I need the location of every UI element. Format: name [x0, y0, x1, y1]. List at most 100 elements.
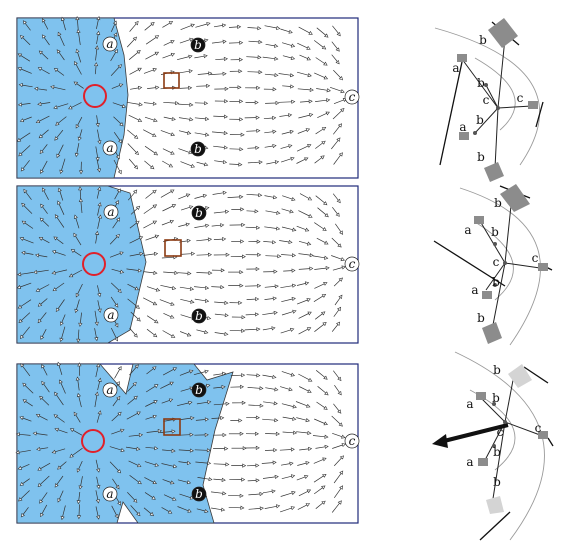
field-arrowhead	[305, 503, 311, 507]
field-arrowhead	[256, 128, 261, 133]
field-arrow	[128, 158, 136, 167]
vertex-dot	[493, 242, 497, 246]
field-arrow	[211, 224, 221, 227]
field-arrowhead	[255, 266, 260, 272]
field-arrowhead	[135, 304, 140, 309]
field-arrowhead	[96, 30, 101, 35]
field-arrowhead	[340, 257, 346, 262]
field-arrowhead	[290, 474, 296, 479]
field-arrow	[97, 205, 100, 216]
field-arrow	[43, 21, 49, 30]
field-arrowhead	[117, 288, 122, 293]
field-arrowhead	[220, 223, 225, 228]
label-circle	[102, 486, 118, 502]
field-arrowhead	[37, 482, 42, 488]
field-arrowhead	[114, 513, 119, 519]
field-arrowhead	[305, 418, 310, 423]
field-arrowhead	[241, 373, 246, 378]
field-arrow	[180, 417, 192, 420]
plate-element	[457, 54, 467, 62]
field-arrowhead	[339, 470, 344, 475]
field-arrowhead	[290, 447, 295, 452]
field-arrowhead	[306, 403, 311, 408]
field-arrow	[96, 413, 100, 423]
field-arrow	[265, 255, 278, 257]
field-arrow	[317, 207, 327, 216]
field-arrowhead	[97, 308, 102, 313]
field-arrow	[41, 129, 49, 137]
field-arrowhead	[52, 287, 57, 292]
field-arrowhead	[171, 116, 176, 121]
field-arrowhead	[292, 227, 297, 232]
field-arrow	[334, 297, 341, 306]
field-arrow	[41, 398, 50, 406]
field-arrow	[20, 282, 32, 288]
field-arrowhead	[208, 270, 213, 276]
field-arrow	[331, 140, 339, 150]
plate-element	[476, 392, 486, 400]
field-arrow	[146, 286, 157, 291]
field-arrowhead	[271, 489, 276, 494]
field-arrowhead	[307, 144, 312, 148]
field-arrow	[40, 298, 48, 305]
field-arrowhead	[134, 286, 139, 291]
field-arrowhead	[37, 302, 43, 307]
field-arrowhead	[37, 67, 43, 71]
field-arrow	[315, 99, 327, 102]
field-arrowhead	[54, 136, 59, 141]
field-arrowhead	[133, 165, 139, 170]
field-arrowhead	[339, 230, 344, 235]
field-arrowhead	[17, 272, 22, 277]
field-arrowhead	[304, 281, 310, 286]
field-arrow	[244, 328, 257, 331]
field-arrowhead	[53, 414, 59, 419]
field-arrow	[129, 69, 139, 75]
field-arrow	[75, 414, 81, 423]
field-arrowhead	[239, 117, 244, 122]
field-arrowhead	[326, 88, 331, 93]
field-arrowhead	[191, 251, 196, 256]
field-arrow	[57, 429, 68, 434]
vertex-dot	[492, 444, 496, 448]
label-text: a	[106, 141, 113, 155]
field-arrow	[110, 23, 116, 32]
field-arrow	[73, 250, 82, 257]
field-arrow	[196, 239, 209, 242]
field-arrow	[281, 475, 292, 480]
field-arrowhead	[186, 480, 192, 485]
field-arrowhead	[136, 49, 141, 55]
field-arrow	[178, 434, 191, 436]
field-arrowhead	[171, 204, 177, 208]
field-arrowhead	[136, 511, 141, 517]
field-arrowhead	[307, 196, 313, 201]
field-arrowhead	[188, 54, 193, 59]
field-arrowhead	[274, 43, 279, 48]
field-arrow	[25, 191, 32, 200]
field-arrow	[146, 368, 154, 375]
field-arrowhead	[340, 89, 345, 94]
field-arrowhead	[189, 37, 194, 42]
field-arrow	[312, 255, 325, 259]
field-arrow	[195, 23, 208, 28]
field-arrowhead	[257, 26, 262, 31]
field-arrow	[129, 253, 141, 257]
label-b-lower: b	[191, 308, 207, 324]
field-arrowhead	[170, 301, 175, 306]
field-arrowhead	[239, 269, 244, 275]
field-arrowhead	[305, 128, 311, 133]
field-arrow	[143, 102, 154, 105]
field-arrowhead	[324, 391, 329, 396]
field-arrowhead	[324, 434, 329, 439]
plate-element	[459, 132, 469, 140]
field-arrowhead	[186, 238, 191, 243]
spoke-line	[479, 396, 506, 423]
label-circle	[344, 89, 360, 105]
field-arrowhead	[309, 253, 314, 258]
field-arrowhead	[274, 418, 279, 423]
field-arrow	[214, 160, 224, 163]
field-arrowhead	[78, 186, 83, 191]
field-arrow	[160, 284, 173, 289]
field-arrowhead	[21, 202, 26, 208]
field-arrow	[296, 158, 306, 164]
field-arrowhead	[272, 195, 278, 200]
